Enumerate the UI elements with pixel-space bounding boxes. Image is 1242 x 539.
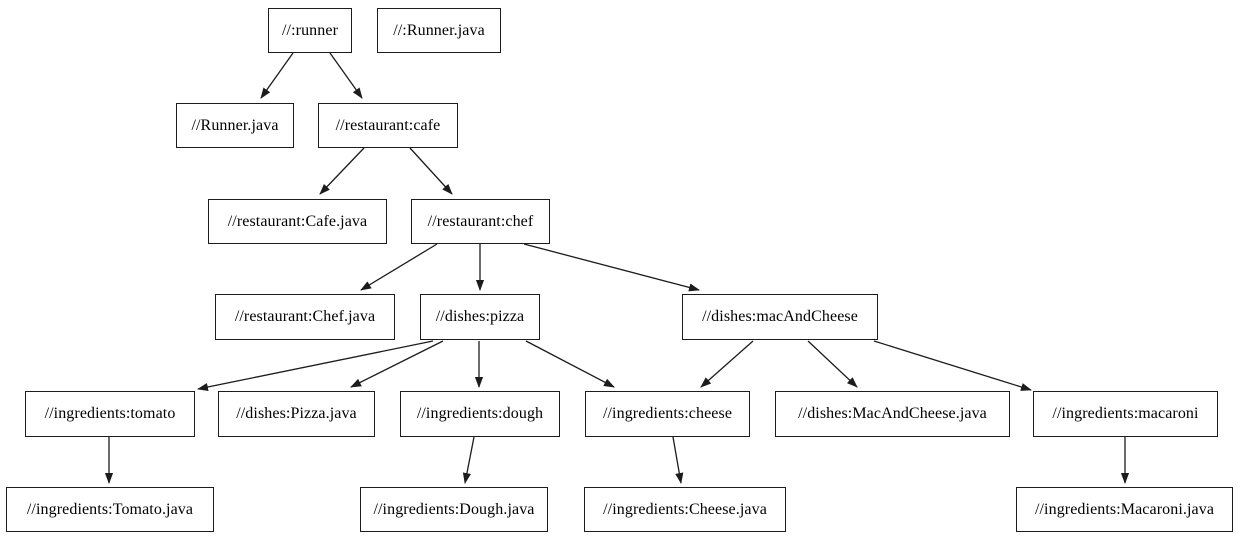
graph-node-dough: //ingredients:dough: [400, 391, 560, 437]
graph-node-cafe: //restaurant:cafe: [318, 103, 458, 148]
graph-node-macaroni-java: //ingredients:Macaroni.java: [1016, 487, 1233, 532]
graph-node-pizza: //dishes:pizza: [420, 294, 540, 340]
edge-group: [104, 52, 1130, 484]
graph-node-runner: //:runner: [268, 8, 352, 53]
graph-node-runner-java-src: //:Runner.java: [377, 8, 501, 53]
edge-runner-to-runner-java: [260, 52, 294, 99]
graph-node-chef-java: //restaurant:Chef.java: [215, 294, 395, 340]
graph-node-mac-java: //dishes:MacAndCheese.java: [775, 391, 1010, 437]
graph-node-runner-java: //Runner.java: [176, 103, 294, 148]
edge-cafe-to-cafe-java: [319, 147, 365, 195]
graph-node-tomato: //ingredients:tomato: [25, 391, 195, 437]
edge-pizza-to-cheese: [525, 340, 615, 388]
edge-mac-to-mac-java: [807, 340, 858, 388]
edge-pizza-to-tomato: [197, 340, 434, 392]
edge-cheese-to-cheese-java: [672, 436, 684, 484]
edge-cafe-to-chef: [409, 147, 453, 195]
edge-mac-to-cheese: [700, 340, 754, 388]
edge-dough-to-dough-java: [462, 436, 475, 484]
graph-node-chef: //restaurant:chef: [411, 199, 550, 244]
edge-chef-to-mac: [523, 243, 700, 292]
edge-runner-to-cafe: [329, 52, 363, 99]
graph-node-cheese-java: //ingredients:Cheese.java: [584, 487, 786, 532]
edge-chef-to-chef-java: [360, 243, 438, 291]
edge-pizza-to-pizza-java: [350, 340, 444, 388]
graph-node-tomato-java: //ingredients:Tomato.java: [6, 487, 214, 532]
graph-node-macaroni: //ingredients:macaroni: [1033, 391, 1218, 437]
graph-node-cafe-java: //restaurant:Cafe.java: [208, 199, 387, 244]
edge-mac-to-macaroni: [873, 340, 1032, 391]
graph-node-dough-java: //ingredients:Dough.java: [360, 487, 548, 532]
graph-node-mac: //dishes:macAndCheese: [682, 294, 878, 340]
graph-node-pizza-java: //dishes:Pizza.java: [218, 391, 375, 437]
graph-node-cheese: //ingredients:cheese: [585, 391, 750, 437]
